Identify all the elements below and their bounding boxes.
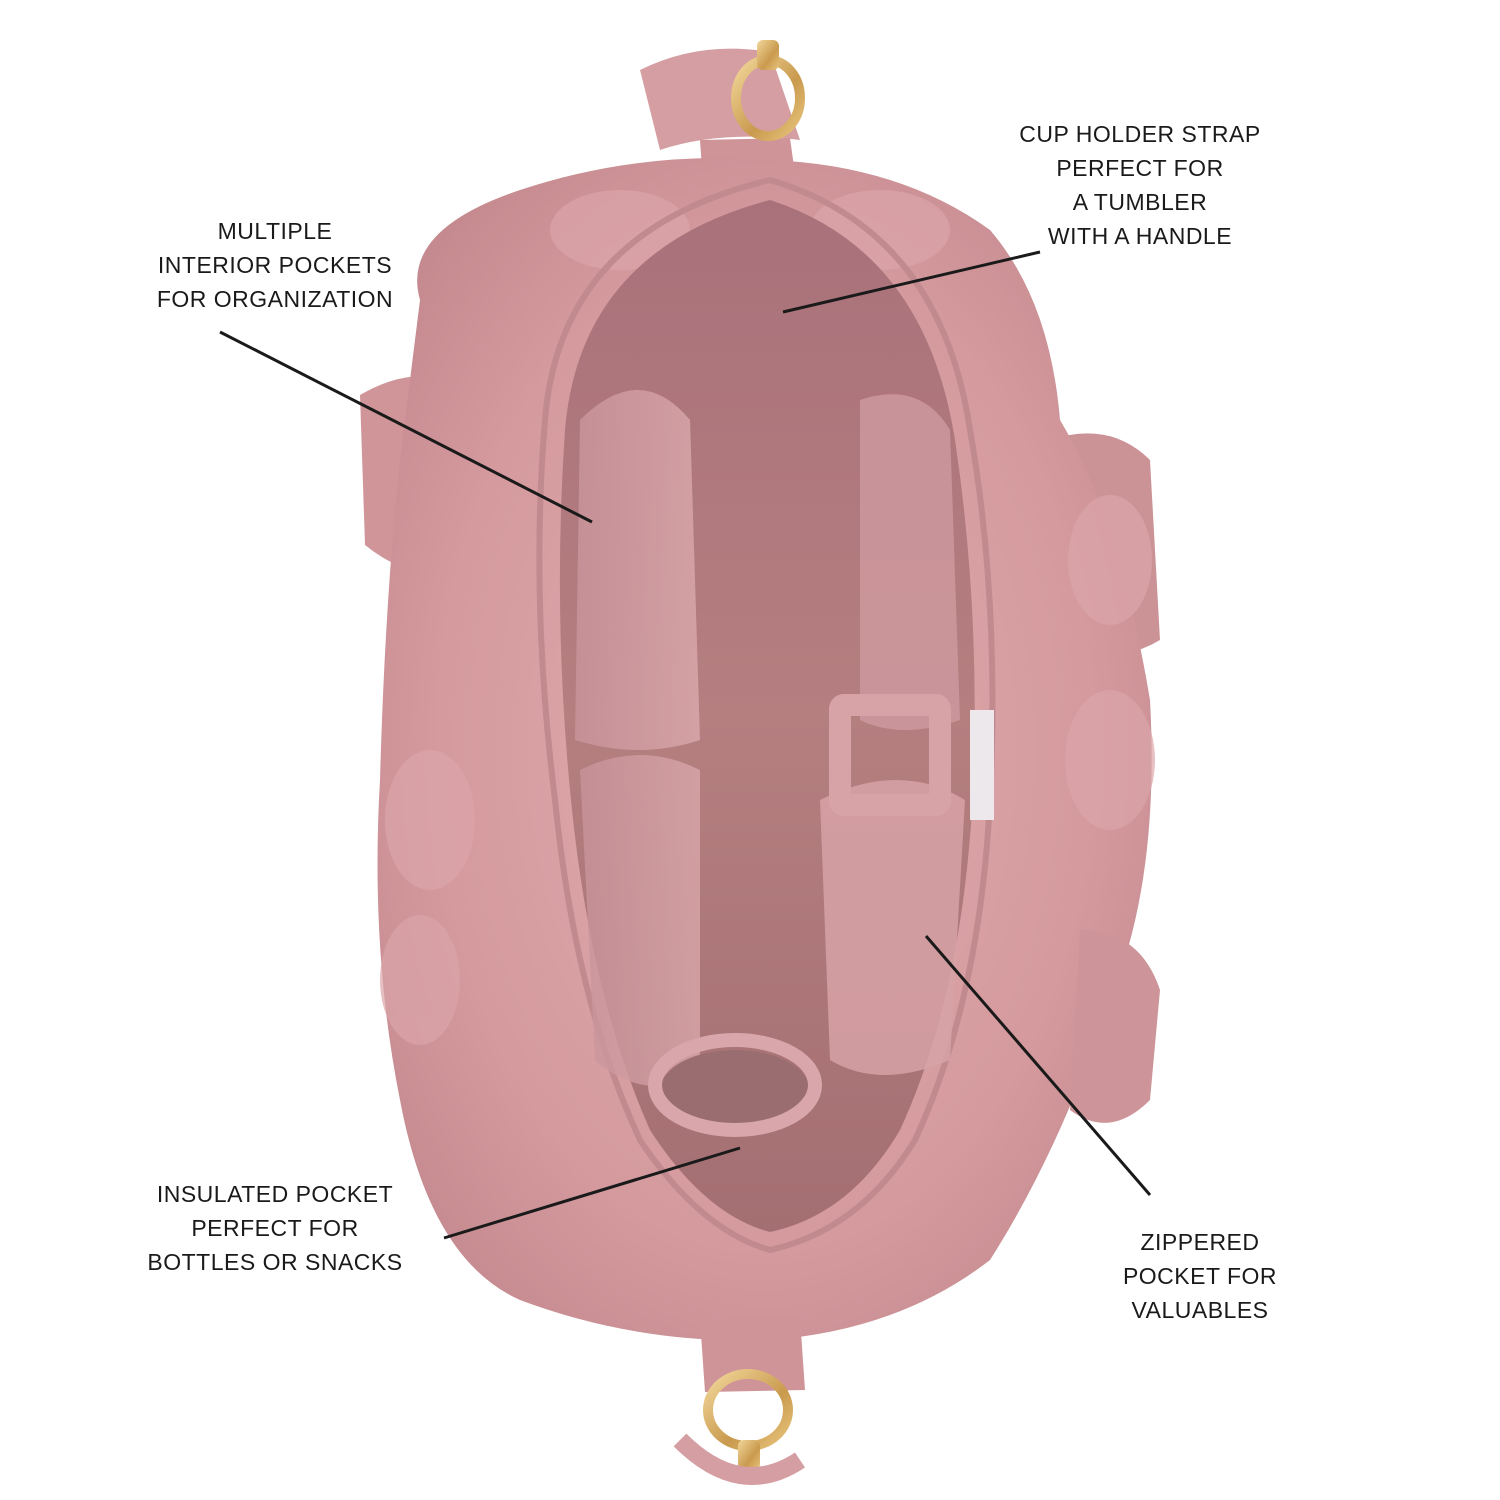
interior-pockets-left bbox=[575, 390, 700, 1087]
callout-line: BOTTLES OR SNACKS bbox=[147, 1249, 403, 1275]
quilted-puffs bbox=[380, 190, 1155, 1045]
callout-line: A TUMBLER bbox=[1072, 189, 1208, 215]
callout-line: MULTIPLE bbox=[217, 218, 333, 244]
callout-line: FOR ORGANIZATION bbox=[156, 286, 394, 312]
callout-line: CUP HOLDER STRAP bbox=[1019, 121, 1261, 147]
zippered-side-pocket bbox=[1070, 930, 1160, 1123]
bottom-strap bbox=[673, 1318, 805, 1485]
callout-line: POCKET FOR bbox=[1122, 1263, 1278, 1289]
brand-tag bbox=[970, 710, 994, 820]
callout-line: VALUABLES bbox=[1131, 1297, 1269, 1323]
callout-zippered-pocket: ZIPPERED POCKET FOR VALUABLES bbox=[1080, 1225, 1320, 1327]
callout-line: WITH A HANDLE bbox=[1047, 223, 1233, 249]
interior-pockets-right bbox=[820, 394, 965, 1075]
callout-line: PERFECT FOR bbox=[191, 1215, 359, 1241]
cup-holder-strap bbox=[829, 694, 951, 816]
callout-insulated-pocket: INSULATED POCKET PERFECT FOR BOTTLES OR … bbox=[140, 1177, 410, 1279]
callout-line: INSULATED POCKET bbox=[156, 1181, 394, 1207]
callout-interior-pockets: MULTIPLE INTERIOR POCKETS FOR ORGANIZATI… bbox=[150, 214, 400, 316]
callout-line: ZIPPERED bbox=[1140, 1229, 1260, 1255]
callout-line: INTERIOR POCKETS bbox=[157, 252, 393, 278]
callout-line: PERFECT FOR bbox=[1056, 155, 1224, 181]
insulated-pocket bbox=[648, 1033, 822, 1137]
zipper-track bbox=[536, 176, 996, 1254]
callout-cup-holder: CUP HOLDER STRAP PERFECT FOR A TUMBLER W… bbox=[1000, 117, 1280, 253]
callout-leader-lines bbox=[219, 250, 1152, 1240]
